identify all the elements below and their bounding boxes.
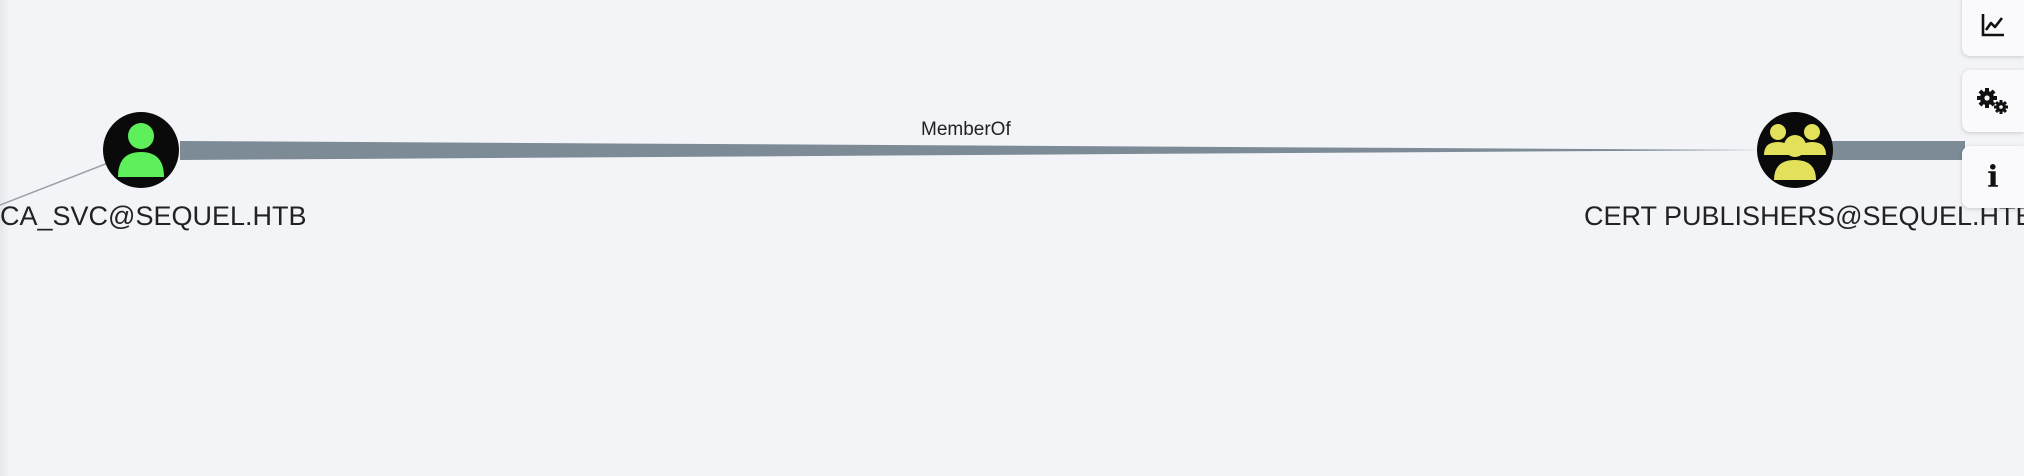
group-icon <box>1764 124 1826 180</box>
info-icon: i <box>1987 159 1999 195</box>
user-node-label: CA_SVC@SEQUEL.HTB <box>0 201 307 231</box>
line-chart-icon <box>1981 14 2004 37</box>
user-node[interactable] <box>103 112 179 188</box>
settings-button[interactable] <box>1962 70 2024 132</box>
group-node[interactable] <box>1757 112 1833 188</box>
node-info-button[interactable]: i <box>1962 146 2024 208</box>
edge-label-memberof: MemberOf <box>921 119 1011 140</box>
graph-stats-button[interactable] <box>1962 0 2024 56</box>
incoming-edge[interactable] <box>0 162 109 206</box>
canvas-left-edge <box>0 0 10 476</box>
memberof-edge[interactable] <box>180 141 1765 160</box>
group-node-label: CERT PUBLISHERS@SEQUEL.HTB <box>1584 201 2024 231</box>
gears-icon <box>1977 88 2008 114</box>
outgoing-edge[interactable] <box>1825 141 1965 160</box>
user-icon <box>118 123 164 177</box>
